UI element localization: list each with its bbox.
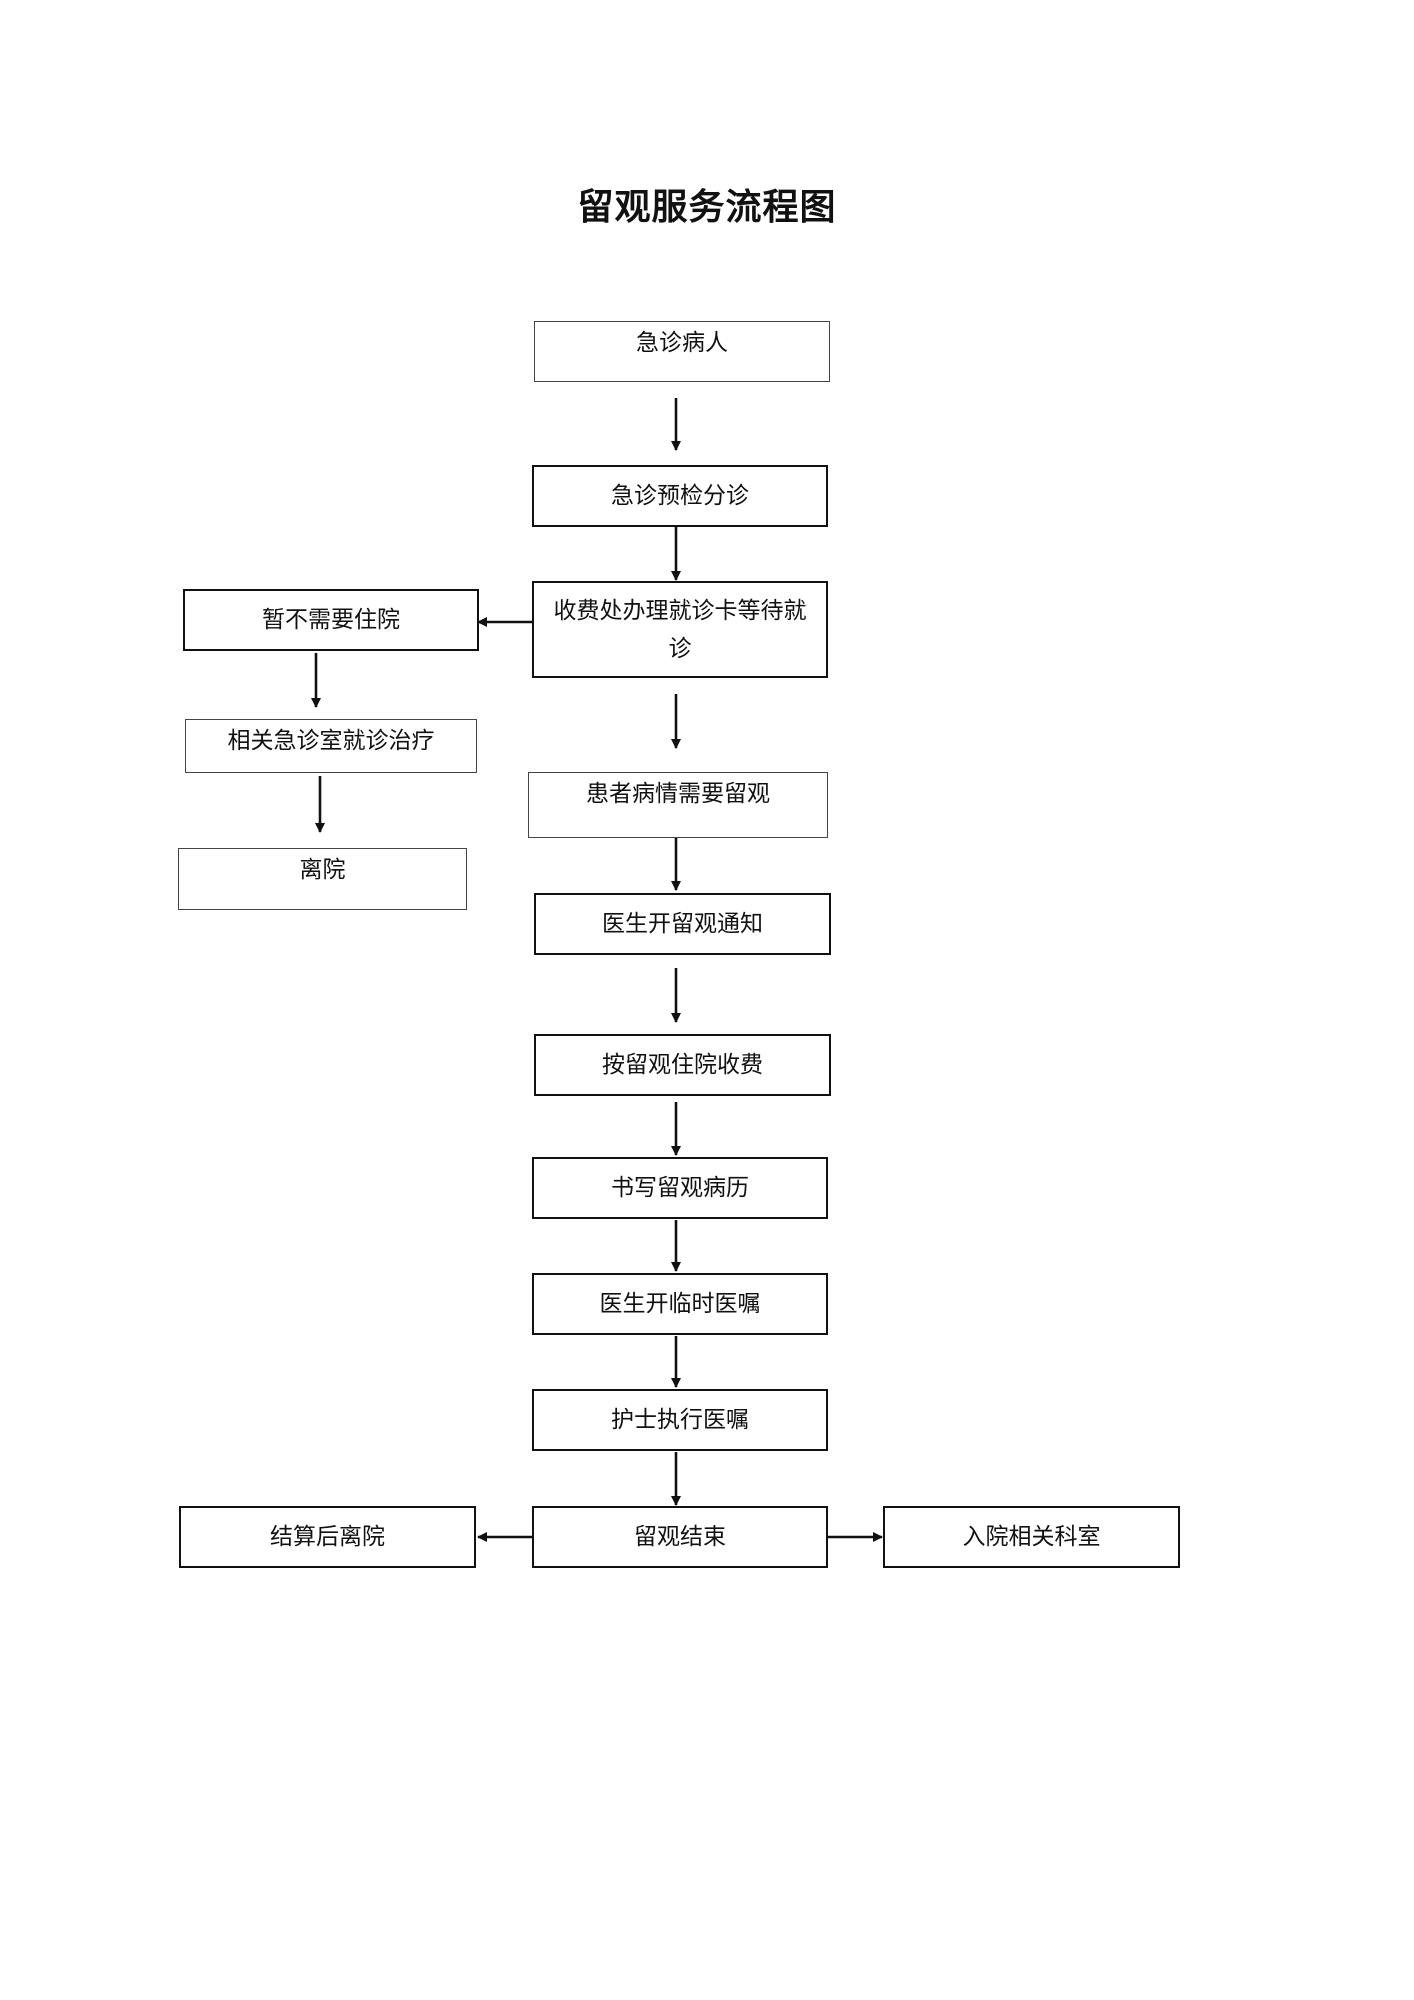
node-emergency-patient: 急诊病人 xyxy=(534,321,830,382)
node-no-admission: 暂不需要住院 xyxy=(183,589,479,651)
node-leave-hospital: 离院 xyxy=(178,848,467,910)
node-settle-leave: 结算后离院 xyxy=(179,1506,476,1568)
node-observation-end: 留观结束 xyxy=(532,1506,828,1568)
node-registration: 收费处办理就诊卡等待就诊 xyxy=(532,581,828,678)
node-nurse-execute: 护士执行医嘱 xyxy=(532,1389,828,1451)
page-title: 留观服务流程图 xyxy=(577,187,837,228)
node-needs-observation: 患者病情需要留观 xyxy=(528,772,828,838)
node-triage: 急诊预检分诊 xyxy=(532,465,828,527)
node-admit-department: 入院相关科室 xyxy=(883,1506,1180,1568)
node-related-clinic: 相关急诊室就诊治疗 xyxy=(185,719,477,773)
node-temporary-order: 医生开临时医嘱 xyxy=(532,1273,828,1335)
node-charge-by-admission: 按留观住院收费 xyxy=(534,1034,831,1096)
node-observation-notice: 医生开留观通知 xyxy=(534,893,831,955)
node-write-record: 书写留观病历 xyxy=(532,1157,828,1219)
